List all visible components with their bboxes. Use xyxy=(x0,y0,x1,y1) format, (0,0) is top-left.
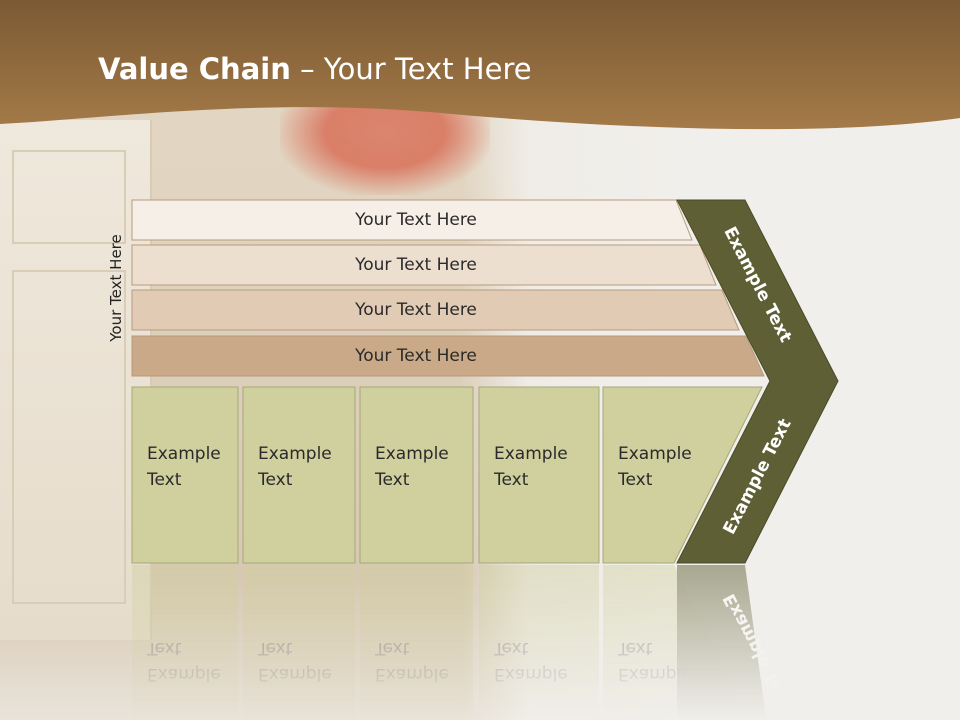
activity-cell-label-line1: Example xyxy=(494,444,568,464)
reflection-cell-label: Example xyxy=(375,664,449,684)
tier-bar-2 xyxy=(131,244,717,286)
activity-cell-label-line2: Text xyxy=(374,470,410,490)
activity-cell-label-line1: Example xyxy=(258,444,332,464)
activity-cell-1 xyxy=(131,386,239,564)
margin-chevron xyxy=(676,199,839,564)
person-image xyxy=(280,105,490,195)
activity-cell-label-line1: Example xyxy=(375,444,449,464)
reflection-cell-label: Text xyxy=(257,638,293,658)
tier-bar-label: Your Text Here xyxy=(354,255,477,275)
header-band xyxy=(0,0,960,130)
tier-bar-label: Your Text Here xyxy=(354,300,477,320)
title-rest: – Your Text Here xyxy=(290,52,532,86)
reflection-cell-label: Text xyxy=(146,638,182,658)
reflection-cell-label: Text xyxy=(374,638,410,658)
activity-cell-5 xyxy=(602,386,763,564)
activity-cell-label-line1: Example xyxy=(147,444,221,464)
reflection-chevron: Example Text xyxy=(677,565,796,720)
activity-cell-label-line2: Text xyxy=(617,470,653,490)
reflection-cell: Example Text xyxy=(479,565,599,720)
page-title: Value Chain – Your Text Here xyxy=(98,52,532,86)
reflection-cell-label: Example xyxy=(618,664,692,684)
tier-bar-4 xyxy=(131,335,765,377)
reflection-cell: Example Text xyxy=(243,565,355,720)
activity-cell-label-line2: Text xyxy=(257,470,293,490)
title-bold: Value Chain xyxy=(98,52,291,86)
reflection-cell: Example Text xyxy=(132,565,238,720)
reflection-cell-label: Text xyxy=(493,638,529,658)
reflection-cell-label: Example xyxy=(494,664,568,684)
tier-bar-1 xyxy=(131,199,693,241)
tier-bar-label: Your Text Here xyxy=(354,210,477,230)
reflection-cell: Example Text xyxy=(360,565,473,720)
cabinet-image xyxy=(0,120,152,640)
activity-cell-2 xyxy=(242,386,356,564)
reflection-layer: ExampleTextExampleTextExampleTextExample… xyxy=(132,565,796,720)
activity-cell-label-line2: Text xyxy=(493,470,529,490)
reflection-cell-label: Example xyxy=(147,664,221,684)
reflection-cell-label: Text xyxy=(617,638,653,658)
activity-cell-label-line2: Text xyxy=(146,470,182,490)
reflection-cell-label: Example xyxy=(258,664,332,684)
activity-cell-4 xyxy=(478,386,600,564)
tier-bar-3 xyxy=(131,289,740,331)
activity-cell-label-line1: Example xyxy=(618,444,692,464)
activity-cell-3 xyxy=(359,386,474,564)
tier-bar-label: Your Text Here xyxy=(354,346,477,366)
